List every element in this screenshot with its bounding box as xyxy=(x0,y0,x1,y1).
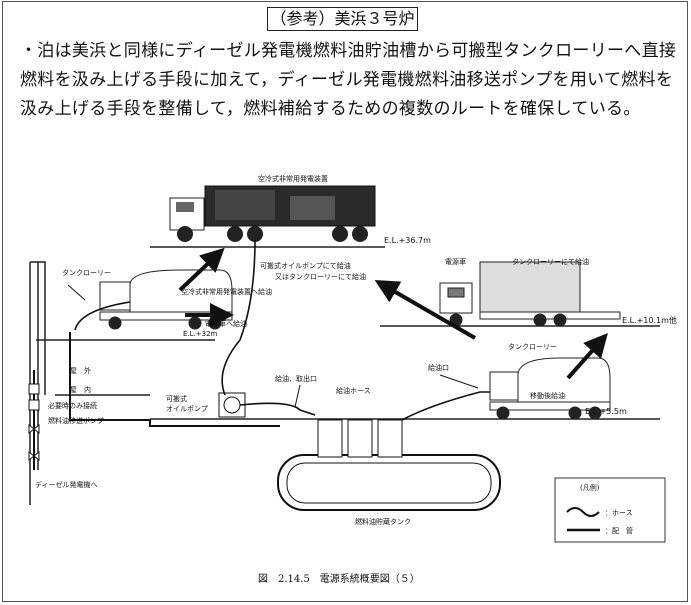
label-refuel-outlet: 給油、取出口 xyxy=(275,374,317,383)
label-to-air-cooled: 空冷式非常用発電装置へ給油 xyxy=(181,287,272,296)
pointer-lines xyxy=(67,284,479,408)
tank-lorry-right xyxy=(489,357,611,420)
label-refuel-port: 給油口 xyxy=(428,363,449,372)
label-storage-tank: 燃料油貯蔵タンク xyxy=(355,517,411,526)
label-power-vehicle: 電源車 xyxy=(445,257,466,266)
page-title: （参考）美浜３号炉 xyxy=(267,7,418,31)
figure-caption: 図 2.14.5 電源系統概要図（５） xyxy=(258,572,420,585)
label-tank-lorry-left: タンクローリー xyxy=(62,268,111,277)
label-tank-lorry-right: タンクローリー xyxy=(508,342,557,351)
legend-hose: ：ホース xyxy=(605,509,633,517)
label-refuel-hose: 給油ホース xyxy=(336,386,371,395)
legend-title: (凡例) xyxy=(580,483,600,492)
label-portable-pump2: オイルポンプ xyxy=(166,405,208,413)
label-supply-by-lorry: タンクローリーにて給油 xyxy=(512,257,589,266)
label-transfer-pump: 燃料油移送ポンプ xyxy=(48,416,104,425)
label-el-right: E.L.+10.1m他 xyxy=(622,315,677,325)
portable-oil-pump xyxy=(218,392,246,418)
valves xyxy=(28,383,40,462)
label-to-power-vehicle: 電源車へ給油 xyxy=(205,319,247,328)
legend-box xyxy=(554,477,666,543)
label-el-left: E.L.+32m xyxy=(183,330,218,338)
legend-pipe: ：配 管 xyxy=(605,526,633,535)
label-portable-pump-note2: 又はタンクローリーにて給油 xyxy=(275,272,366,281)
air-cooled-generator-truck xyxy=(169,185,376,242)
label-el-ground: E.L.+5.5m xyxy=(585,407,627,416)
power-vehicle-truck xyxy=(439,261,621,327)
hose-lines xyxy=(74,239,490,421)
label-to-diesel: ディーゼル発電機へ xyxy=(35,480,98,489)
label-portable-pump1: 可搬式 xyxy=(166,394,187,403)
label-air-cooled-generator: 空冷式非常用発電装置 xyxy=(258,174,328,183)
body-paragraph: ・泊は美浜と同様にディーゼル発電機燃料油貯油槽から可搬型タンクローリーへ直接燃料… xyxy=(20,41,677,119)
label-indoor: 屋 内 xyxy=(70,385,91,394)
label-el-top: E.L.+36.7m xyxy=(384,236,431,245)
flow-arrows xyxy=(178,247,608,380)
label-portable-pump-note1: 可搬式オイルポンプにて給油 xyxy=(260,261,351,270)
label-mobile-refuel: 移動後給油 xyxy=(530,391,565,400)
label-valve-note: 必要時のみ接続 xyxy=(48,401,97,410)
fuel-storage-tank xyxy=(277,419,501,511)
label-outdoor: 屋 外 xyxy=(70,366,91,375)
